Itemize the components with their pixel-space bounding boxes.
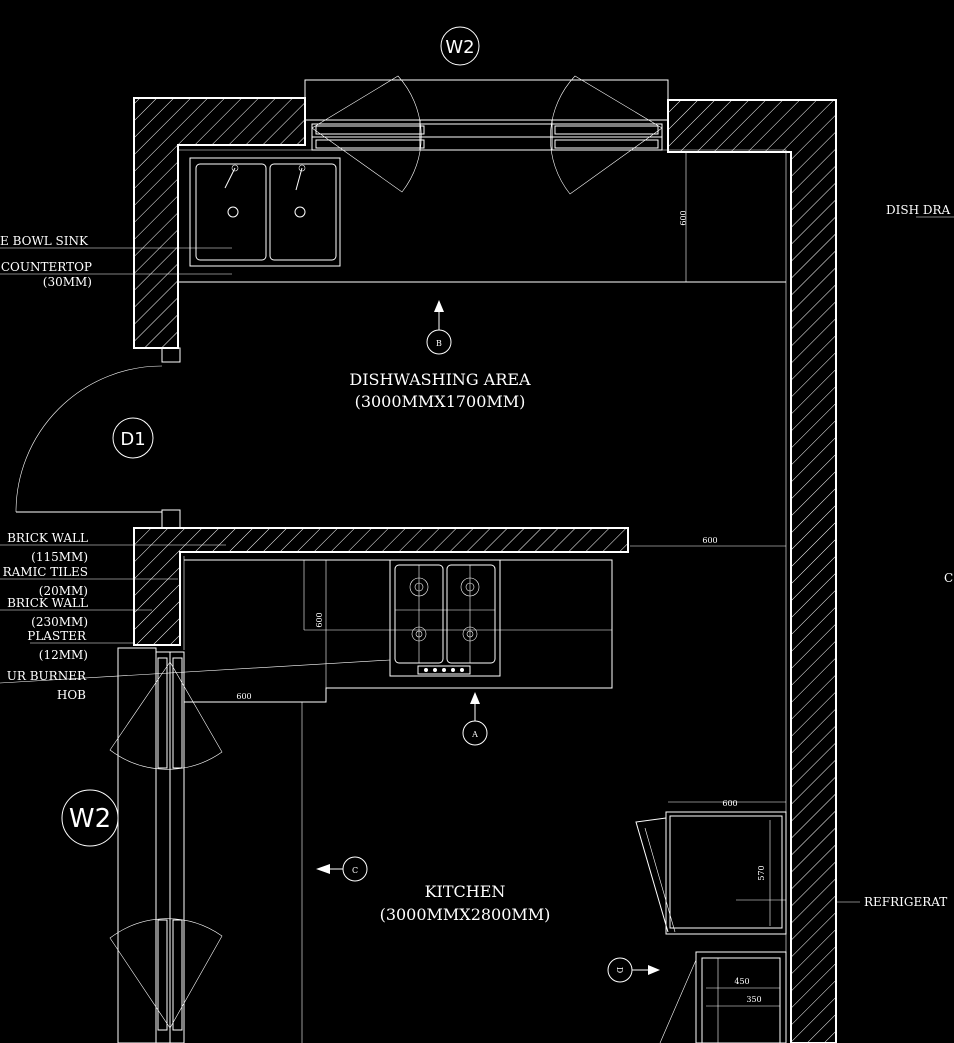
notes-left: BLE BOWL SINK E COUNTERTOP (30MM) BRICK … xyxy=(0,234,391,702)
door-jamb-top xyxy=(161,347,181,363)
note-plaster: PLASTER xyxy=(27,629,87,643)
note-plaster-thk: (12MM) xyxy=(39,648,88,662)
note-countertop: E COUNTERTOP xyxy=(0,260,92,274)
dim-600-hob: 600 xyxy=(315,612,324,627)
dim-600-left: 600 xyxy=(236,692,251,701)
countertop-top: 600 xyxy=(178,152,786,283)
svg-text:D: D xyxy=(615,967,624,973)
note-sink: BLE BOWL SINK xyxy=(0,234,89,248)
window-tag-top-circle xyxy=(440,26,480,66)
door-jamb-bottom xyxy=(161,509,181,529)
dim-350: 350 xyxy=(746,995,761,1004)
section-marker-c: C xyxy=(316,856,368,882)
note-hob: HOB xyxy=(57,688,86,702)
window-tag-left: W2 xyxy=(69,804,111,834)
four-burner-hob xyxy=(389,559,501,677)
room-size-kitchen: (3000MMX2800MM) xyxy=(380,905,551,924)
dish-unit: 450 350 xyxy=(659,951,787,1043)
refrigerator: 600 570 xyxy=(635,799,787,935)
note-refrigerator: REFRIGERAT xyxy=(864,895,947,909)
hob-counter: 600 600 xyxy=(184,559,613,1043)
window-tag-top: W2 xyxy=(445,37,474,58)
note-brick115: BRICK WALL xyxy=(7,531,88,545)
dim-600-right: 600 xyxy=(702,536,717,545)
note-brick115-thk: (115MM) xyxy=(31,550,88,564)
svg-text:B: B xyxy=(436,339,442,348)
note-brick230: BRICK WALL xyxy=(7,596,88,610)
note-tiles: RAMIC TILES xyxy=(3,565,88,579)
door-d1: D1 xyxy=(15,365,163,513)
note-tiles-thk: (20MM) xyxy=(39,584,88,598)
room-size-dishwashing: (3000MMX1700MM) xyxy=(355,392,526,411)
dim-600-top: 600 xyxy=(679,210,688,225)
svg-text:C: C xyxy=(352,866,358,875)
wall-right xyxy=(667,99,837,1043)
note-countertop-thk: (30MM) xyxy=(43,275,92,289)
note-brick230-thk: (230MM) xyxy=(31,615,88,629)
window-left: W2 xyxy=(61,647,223,1043)
dim-570: 570 xyxy=(757,865,766,880)
double-bowl-sink xyxy=(189,157,341,267)
section-marker-b: B xyxy=(426,300,452,355)
dim-450: 450 xyxy=(734,977,749,986)
notes-right: DISH DRA C REFRIGERAT xyxy=(836,203,954,909)
dim-600-fridge: 600 xyxy=(722,799,737,808)
note-c: C xyxy=(944,571,953,585)
section-marker-a: A xyxy=(462,692,488,746)
room-name-dishwashing: DISHWASHING AREA xyxy=(349,370,531,389)
walls xyxy=(133,97,837,1043)
note-dish-drain: DISH DRA xyxy=(886,203,951,217)
dim-600-right-group: 600 xyxy=(630,536,786,547)
wall-top-left xyxy=(133,97,306,349)
room-name-kitchen: KITCHEN xyxy=(425,882,506,901)
note-burner: UR BURNER xyxy=(7,669,87,683)
wall-partition xyxy=(133,527,629,646)
window-top: W2 xyxy=(304,26,669,195)
door-tag: D1 xyxy=(120,429,145,450)
svg-text:A: A xyxy=(471,730,478,739)
section-marker-d: D xyxy=(607,957,660,983)
